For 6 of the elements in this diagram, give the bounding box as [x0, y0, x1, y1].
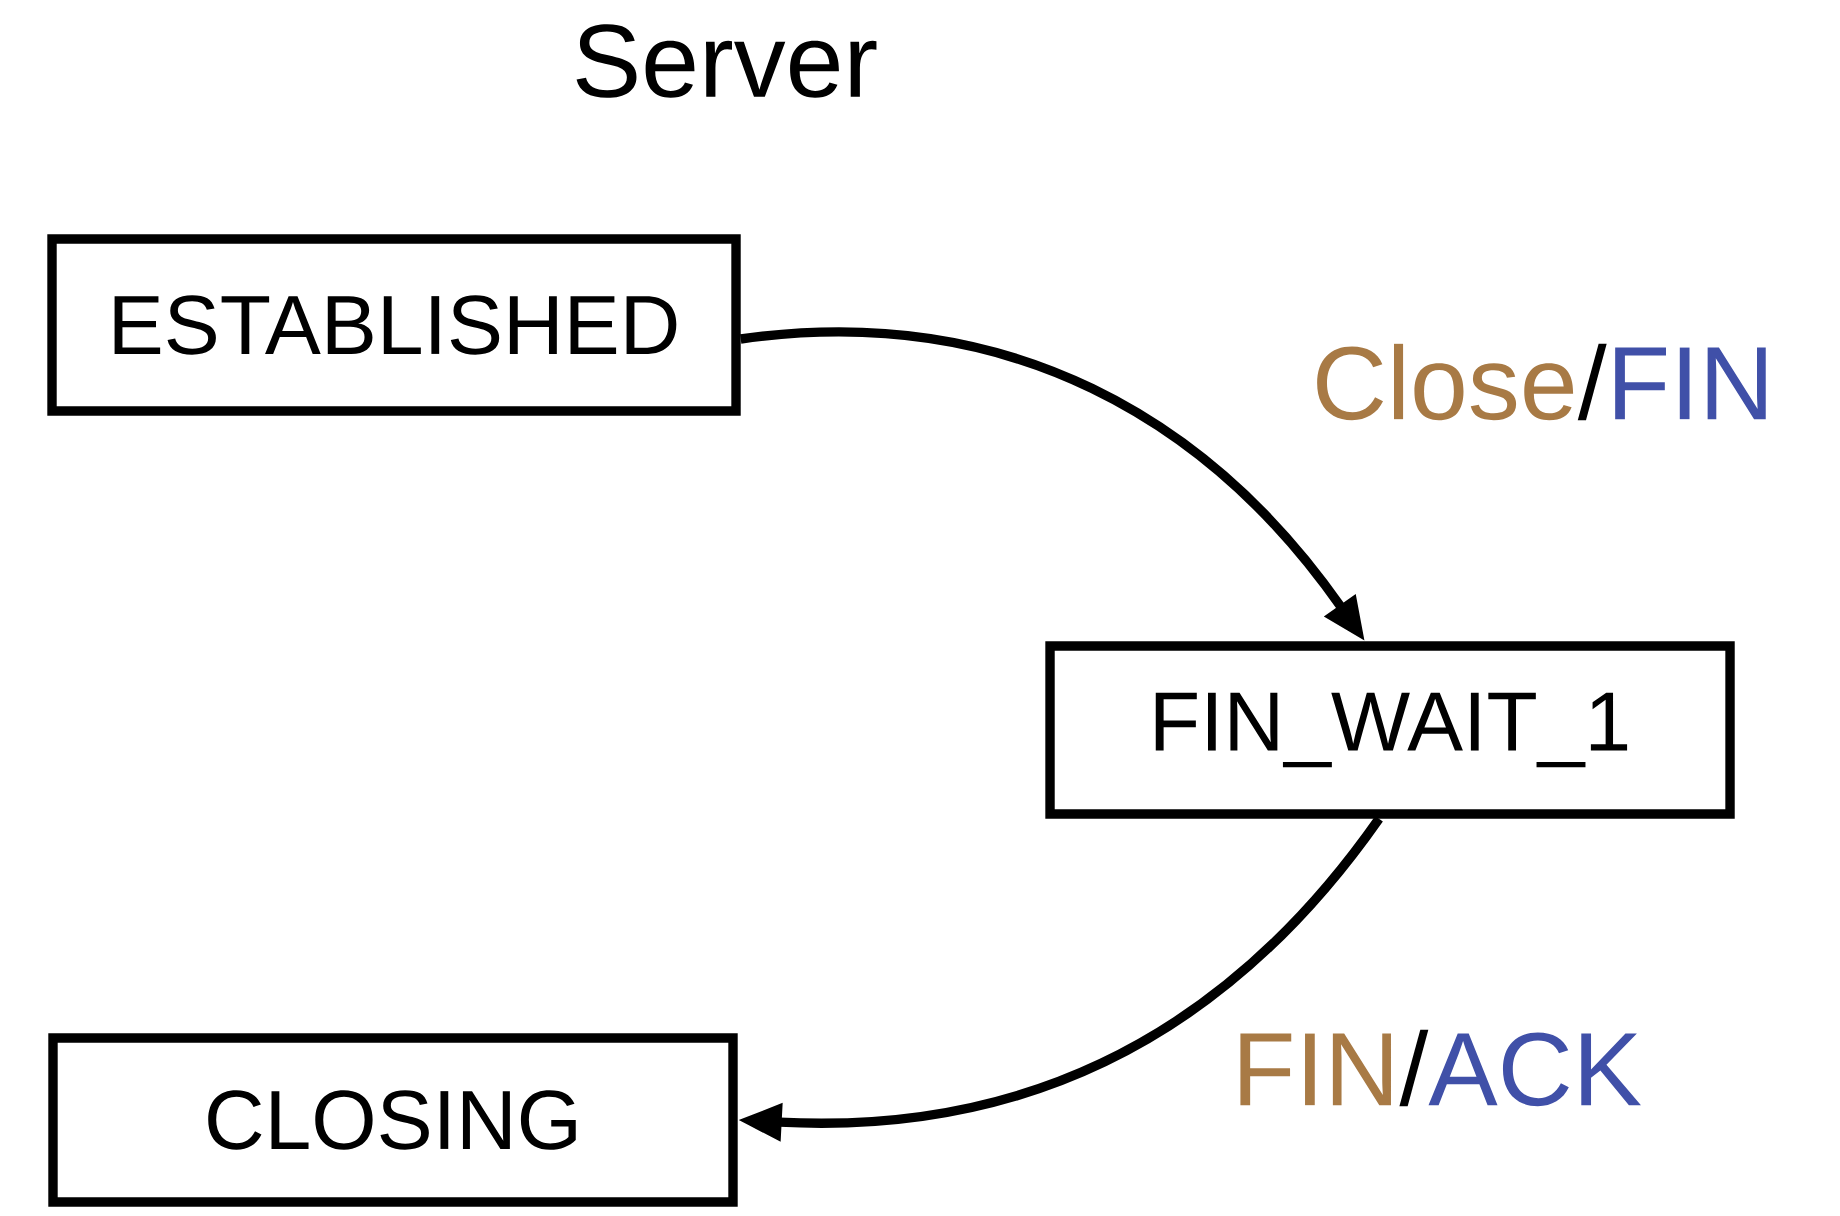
edge-label: FIN/ACK [1240, 1029, 1641, 1107]
state-box: CLOSING [48, 1033, 738, 1207]
edge-label: Close/FIN [1317, 343, 1766, 421]
state-box: ESTABLISHED [47, 234, 741, 416]
state-box: FIN_WAIT_1 [1045, 641, 1735, 819]
title: Server [576, 24, 877, 98]
